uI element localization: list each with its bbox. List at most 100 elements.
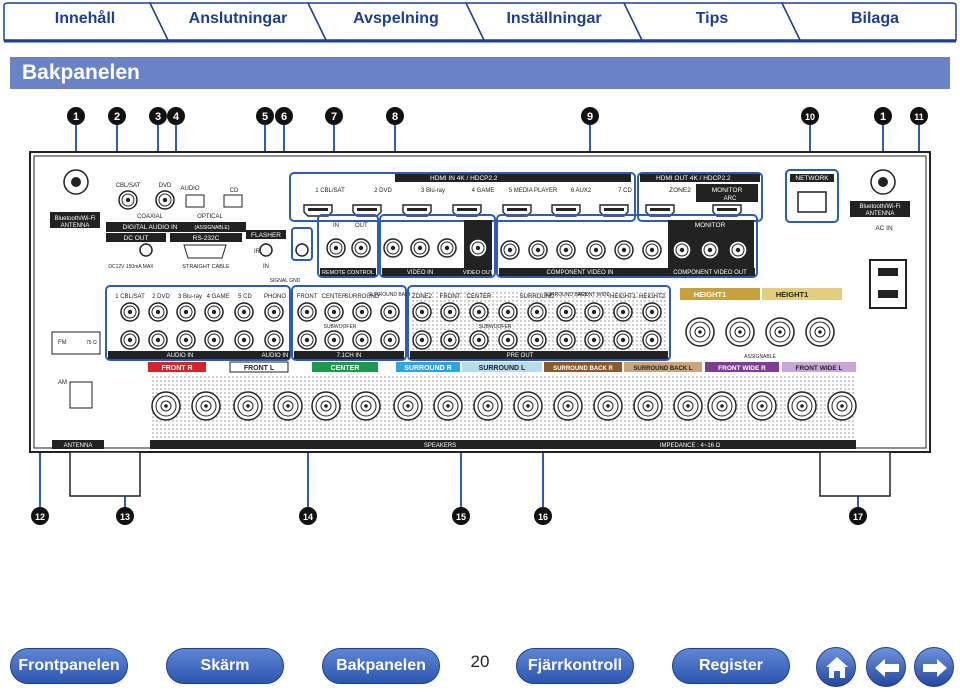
svg-text:SURROUND BACK: SURROUND BACK — [544, 292, 589, 298]
svg-text:ANTENNA: ANTENNA — [61, 223, 90, 229]
svg-text:14: 14 — [303, 512, 313, 522]
arrow-right-icon — [923, 659, 947, 677]
svg-text:CENTER: CENTER — [331, 365, 360, 372]
svg-text:4: 4 — [173, 111, 180, 123]
svg-text:FRONT L: FRONT L — [244, 365, 275, 372]
callout-13: 13 — [116, 507, 134, 525]
callout-15: 15 — [452, 507, 470, 525]
rear-panel-diagram: 1 2 3 4 5 6 7 8 9 10 1 11 12 13 14 15 16… — [29, 107, 931, 525]
svg-text:7 CD: 7 CD — [618, 188, 632, 194]
callout-7: 7 — [325, 107, 343, 125]
svg-text:CBL/SAT: CBL/SAT — [116, 183, 141, 189]
svg-text:IN: IN — [263, 264, 269, 270]
callout-10: 10 — [801, 107, 819, 125]
svg-text:3 Blu-ray: 3 Blu-ray — [421, 188, 445, 194]
svg-text:SURROUND R: SURROUND R — [404, 365, 451, 372]
svg-text:COMPONENT VIDEO OUT: COMPONENT VIDEO OUT — [673, 270, 747, 276]
svg-text:10: 10 — [805, 112, 815, 122]
svg-text:MONITOR: MONITOR — [712, 187, 743, 194]
svg-text:2 DVD: 2 DVD — [152, 294, 170, 300]
svg-text:16: 16 — [538, 512, 548, 522]
svg-text:DIGITAL AUDIO IN: DIGITAL AUDIO IN — [123, 224, 178, 231]
svg-text:SURROUND L: SURROUND L — [479, 365, 526, 372]
svg-text:4 GAME: 4 GAME — [472, 188, 495, 194]
svg-text:SURROUND BACK: SURROUND BACK — [368, 292, 413, 298]
svg-text:6: 6 — [281, 111, 287, 123]
nav-rear-panel-button[interactable]: Bakpanelen — [322, 648, 440, 684]
svg-text:REMOTE CONTROL: REMOTE CONTROL — [322, 270, 374, 276]
svg-text:HDMI IN 4K / HDCP2.2: HDMI IN 4K / HDCP2.2 — [430, 175, 498, 182]
svg-text:ZONE2: ZONE2 — [412, 294, 433, 300]
svg-text:DC12V 150mA MAX: DC12V 150mA MAX — [108, 264, 154, 270]
svg-text:5 MEDIA PLAYER: 5 MEDIA PLAYER — [509, 188, 558, 194]
svg-text:12: 12 — [35, 512, 45, 522]
svg-text:VIDEO IN: VIDEO IN — [407, 270, 433, 276]
tab-connections[interactable]: Anslutningar — [188, 10, 288, 27]
svg-text:OUT: OUT — [355, 223, 368, 229]
tab-settings[interactable]: Inställningar — [506, 10, 602, 27]
callout-16: 16 — [534, 507, 552, 525]
speaker-terminal-row — [148, 361, 856, 373]
tab-contents[interactable]: Innehåll — [54, 10, 116, 27]
svg-text:FRONT: FRONT — [297, 294, 318, 300]
svg-text:ASSIGNABLE: ASSIGNABLE — [744, 354, 776, 360]
callout-11: 11 — [910, 107, 928, 125]
svg-text:HDMI OUT 4K / HDCP2.2: HDMI OUT 4K / HDCP2.2 — [656, 175, 731, 182]
callout-8: 8 — [386, 107, 404, 125]
svg-text:SUBWOOFER: SUBWOOFER — [324, 324, 357, 330]
home-button[interactable] — [816, 647, 856, 687]
svg-text:1 CBL/SAT: 1 CBL/SAT — [115, 294, 145, 300]
svg-text:HEIGHT2: HEIGHT2 — [639, 294, 666, 300]
svg-text:4 GAME: 4 GAME — [207, 294, 230, 300]
svg-text:AC IN: AC IN — [875, 225, 893, 232]
callout-12: 12 — [31, 507, 49, 525]
svg-text:ANTENNA: ANTENNA — [64, 443, 93, 449]
svg-text:STRAIGHT CABLE: STRAIGHT CABLE — [182, 264, 230, 270]
svg-text:SPEAKERS: SPEAKERS — [424, 443, 456, 449]
callout-14: 14 — [299, 507, 317, 525]
nav-front-panel-button[interactable]: Frontpanelen — [10, 648, 128, 684]
callout-9: 9 — [581, 107, 599, 125]
tab-tips[interactable]: Tips — [695, 10, 729, 27]
svg-text:HEIGHT1: HEIGHT1 — [610, 294, 637, 300]
svg-text:8: 8 — [392, 111, 398, 123]
svg-text:OPTICAL: OPTICAL — [197, 214, 223, 220]
nav-index-button[interactable]: Register — [672, 648, 790, 684]
svg-text:2 DVD: 2 DVD — [374, 188, 392, 194]
svg-text:SURROUND: SURROUND — [345, 294, 380, 300]
svg-text:ANTENNA: ANTENNA — [866, 211, 895, 217]
callout-1b: 1 — [874, 107, 892, 125]
nav-remote-button[interactable]: Fjärrkontroll — [516, 648, 634, 684]
forward-button[interactable] — [914, 647, 954, 687]
svg-text:AM: AM — [58, 380, 67, 386]
callout-5: 5 — [256, 107, 274, 125]
tab-appendix[interactable]: Bilaga — [850, 10, 899, 27]
svg-text:1: 1 — [73, 111, 79, 123]
svg-text:5 CD: 5 CD — [238, 294, 252, 300]
svg-text:IN: IN — [333, 223, 339, 229]
svg-text:DC OUT: DC OUT — [124, 235, 149, 242]
svg-text:SURROUND BACK L: SURROUND BACK L — [634, 366, 693, 372]
svg-text:6 AUX2: 6 AUX2 — [571, 188, 592, 194]
back-button[interactable] — [866, 647, 906, 687]
svg-text:ARC: ARC — [724, 196, 737, 202]
svg-text:AUDIO IN: AUDIO IN — [167, 353, 194, 359]
svg-text:75 Ω: 75 Ω — [86, 340, 97, 346]
svg-text:HEIGHT1: HEIGHT1 — [776, 290, 809, 299]
tab-playback[interactable]: Avspelning — [353, 10, 439, 27]
svg-text:VIDEO OUT: VIDEO OUT — [463, 270, 494, 276]
home-icon — [826, 657, 848, 678]
svg-text:NETWORK: NETWORK — [795, 175, 829, 182]
svg-text:SURROUND: SURROUND — [520, 294, 555, 300]
svg-text:DVD: DVD — [159, 183, 172, 189]
svg-text:CENTER: CENTER — [322, 294, 347, 300]
top-tab-bar: Innehåll Anslutningar Avspelning Inställ… — [0, 0, 960, 44]
callout-1: 1 — [67, 107, 85, 125]
svg-text:IR: IR — [254, 249, 261, 255]
svg-text:FRONT: FRONT — [440, 294, 461, 300]
svg-text:HEIGHT1: HEIGHT1 — [694, 290, 727, 299]
svg-text:7.1CH IN: 7.1CH IN — [337, 353, 362, 359]
svg-text:PHONO: PHONO — [264, 294, 286, 300]
nav-display-button[interactable]: Skärm — [166, 648, 284, 684]
page-title: Bakpanelen — [22, 61, 140, 84]
